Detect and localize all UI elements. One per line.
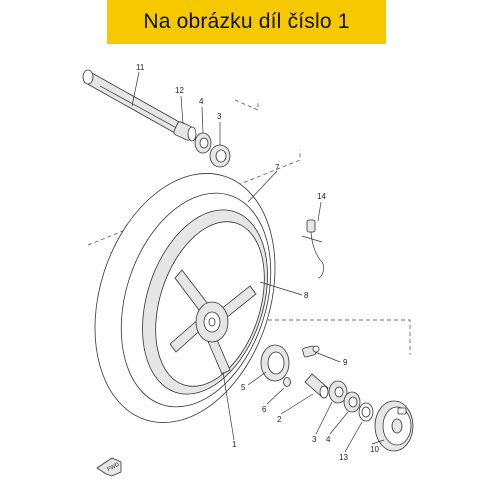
assembly-guide-lower xyxy=(205,319,411,355)
small-bolt-part xyxy=(283,377,291,387)
bearing-lower-part xyxy=(328,380,348,404)
axle-part xyxy=(82,69,191,138)
forward-arrow-icon: FWD xyxy=(96,457,122,477)
label-4-lower: 4 xyxy=(326,435,331,444)
label-10: 10 xyxy=(370,445,379,454)
label-8: 8 xyxy=(304,291,309,300)
highlight-banner: Na obrázku díl číslo 1 xyxy=(107,0,386,44)
label-13: 13 xyxy=(339,453,348,462)
assembly-guide-axle xyxy=(234,99,259,111)
brake-plate-part xyxy=(374,400,414,452)
spacer-tube-part xyxy=(304,373,329,399)
label-5: 5 xyxy=(241,383,246,392)
wheel-assembly xyxy=(94,173,276,423)
banner-text: Na obrázku díl číslo 1 xyxy=(143,10,350,33)
label-1: 1 xyxy=(232,440,237,449)
leader-lines xyxy=(131,71,385,453)
label-7: 7 xyxy=(275,163,280,172)
exploded-parts-diagram: 11 12 4 3 7 14 8 9 5 6 2 1 3 4 13 10 FWD xyxy=(82,63,414,477)
circlip-part xyxy=(358,402,374,422)
oil-seal-upper-part xyxy=(194,132,212,154)
cable-clamp-part xyxy=(301,219,324,279)
label-2: 2 xyxy=(277,415,282,424)
drive-plate-part xyxy=(260,344,290,382)
label-11: 11 xyxy=(136,63,145,72)
label-3-lower: 3 xyxy=(312,435,317,444)
label-14: 14 xyxy=(317,192,326,201)
label-3-upper: 3 xyxy=(217,112,222,121)
fwd-label: FWD xyxy=(106,462,120,473)
label-4-upper: 4 xyxy=(199,97,204,106)
label-9: 9 xyxy=(343,358,348,367)
bearing-upper-part xyxy=(209,144,231,168)
oil-seal-lower-part xyxy=(343,391,361,413)
label-6: 6 xyxy=(262,405,267,414)
fitting-part xyxy=(302,345,320,358)
collar-part xyxy=(173,121,197,142)
label-12: 12 xyxy=(175,86,184,95)
